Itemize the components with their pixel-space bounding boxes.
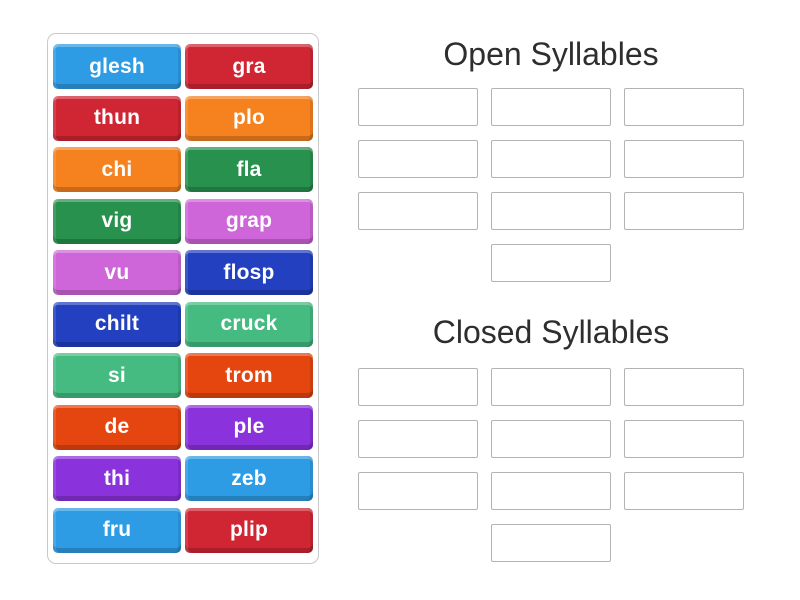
open-syllables-slot-1[interactable] (358, 88, 478, 126)
word-tile-label: chi (101, 157, 133, 181)
open-syllables-slot-7[interactable] (358, 192, 478, 230)
word-tile-thi[interactable]: thi (53, 456, 181, 501)
word-tile-label: cruck (220, 312, 278, 335)
word-tile-glesh[interactable]: glesh (53, 44, 181, 89)
word-tile-label: gra (232, 54, 266, 78)
open-syllables-slot-5[interactable] (491, 140, 611, 178)
word-tile-vig[interactable]: vig (53, 198, 181, 244)
word-tile-label: plip (229, 518, 269, 541)
closed-syllables-slot-10[interactable] (491, 524, 611, 562)
word-tile-label: zeb (231, 466, 267, 490)
word-tile-fla[interactable]: fla (185, 147, 313, 192)
closed-syllables-slot-4[interactable] (358, 420, 478, 458)
closed-syllables-slot-5[interactable] (491, 420, 611, 458)
word-tile-label: thun (93, 106, 141, 129)
word-tile-label: glesh (89, 54, 145, 78)
word-tile-si[interactable]: si (53, 353, 181, 398)
closed-syllables-drop-grid (358, 368, 744, 562)
word-tile-label: grap (225, 209, 273, 232)
word-tile-label: si (108, 363, 126, 387)
word-tile-label: plo (232, 106, 266, 129)
closed-syllables-slot-8[interactable] (491, 472, 611, 510)
group-title-open-syllables: Open Syllables (443, 36, 659, 72)
word-tile-label: trom (225, 363, 273, 387)
word-tile-de[interactable]: de (53, 404, 181, 450)
word-tile-grap[interactable]: grap (185, 198, 313, 244)
word-tile-label: vig (101, 209, 133, 232)
closed-syllables-slot-3[interactable] (624, 368, 744, 406)
word-tile-cruck[interactable]: cruck (185, 301, 313, 347)
word-tile-plo[interactable]: plo (185, 95, 313, 141)
word-tile-label: fru (102, 518, 132, 541)
open-syllables-drop-grid (358, 88, 744, 282)
word-tile-vu[interactable]: vu (53, 250, 181, 295)
word-tile-thun[interactable]: thun (53, 95, 181, 141)
word-tile-zeb[interactable]: zeb (185, 456, 313, 501)
word-tile-fru[interactable]: fru (53, 507, 181, 553)
closed-syllables-slot-9[interactable] (624, 472, 744, 510)
word-tile-label: vu (104, 260, 130, 284)
open-syllables-slot-2[interactable] (491, 88, 611, 126)
word-tile-label: flosp (223, 260, 275, 284)
open-syllables-slot-6[interactable] (624, 140, 744, 178)
word-tile-chi[interactable]: chi (53, 147, 181, 192)
word-tile-label: ple (233, 415, 265, 438)
word-tile-label: fla (236, 157, 262, 181)
word-tile-chilt[interactable]: chilt (53, 301, 181, 347)
word-tile-trom[interactable]: trom (185, 353, 313, 398)
open-syllables-slot-10[interactable] (491, 244, 611, 282)
word-tile-gra[interactable]: gra (185, 44, 313, 89)
closed-syllables-slot-7[interactable] (358, 472, 478, 510)
closed-syllables-slot-1[interactable] (358, 368, 478, 406)
word-tile-flosp[interactable]: flosp (185, 250, 313, 295)
open-syllables-slot-8[interactable] (491, 192, 611, 230)
word-bank-panel: glesh gra thun plo chi fla vig grap vu f… (47, 33, 319, 564)
group-title-closed-syllables: Closed Syllables (432, 314, 670, 350)
word-tile-label: de (104, 415, 130, 438)
word-tile-label: thi (103, 466, 131, 490)
open-syllables-slot-4[interactable] (358, 140, 478, 178)
word-tile-label: chilt (94, 312, 140, 335)
open-syllables-slot-3[interactable] (624, 88, 744, 126)
word-tile-ple[interactable]: ple (185, 404, 313, 450)
word-tile-plip[interactable]: plip (185, 507, 313, 553)
closed-syllables-slot-6[interactable] (624, 420, 744, 458)
open-syllables-slot-9[interactable] (624, 192, 744, 230)
closed-syllables-slot-2[interactable] (491, 368, 611, 406)
